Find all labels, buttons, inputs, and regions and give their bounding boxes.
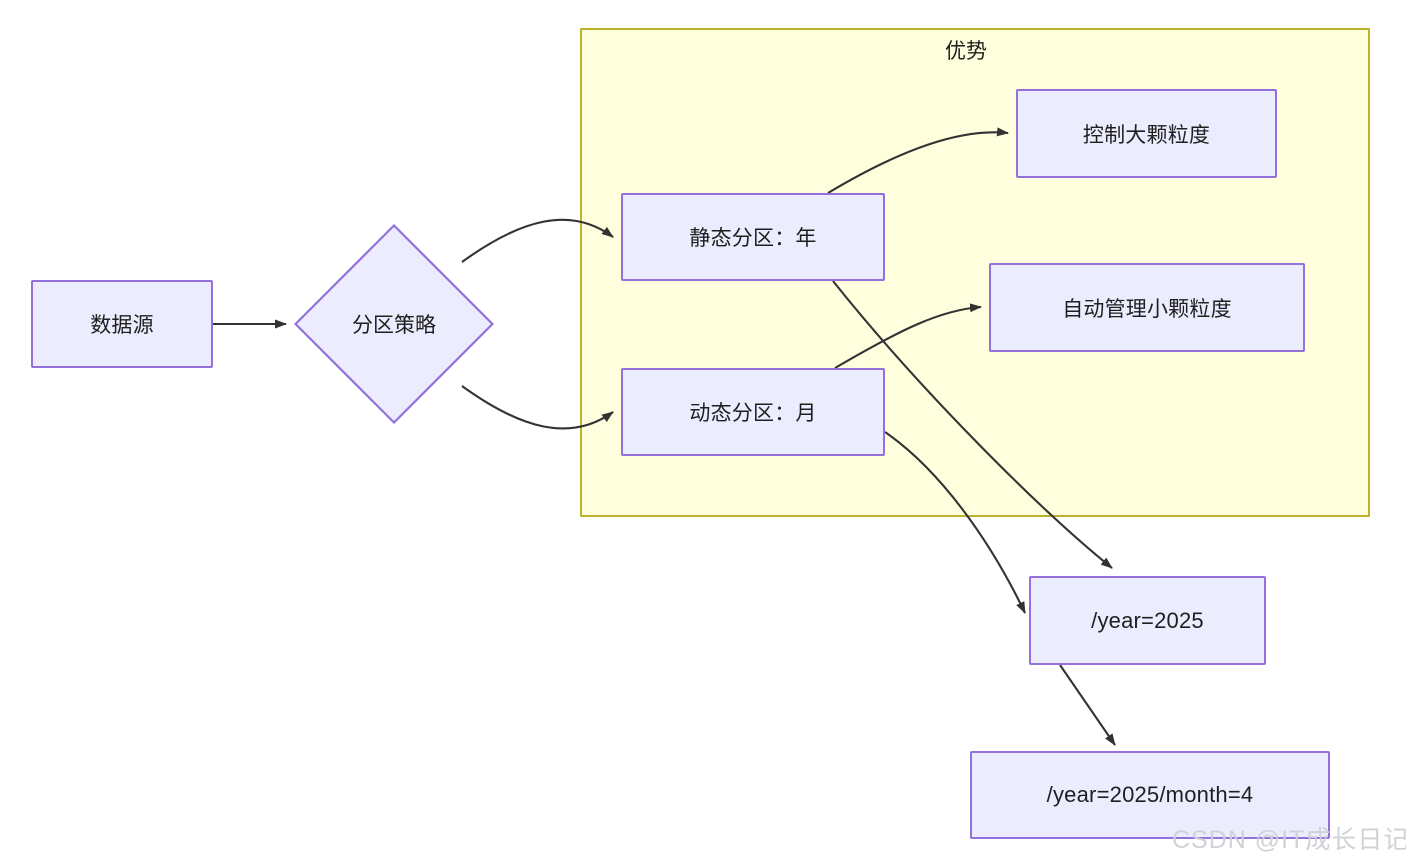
node-dynamic-partition[interactable]: 动态分区：月 — [621, 368, 885, 456]
node-coarse-granularity[interactable]: 控制大颗粒度 — [1016, 89, 1277, 178]
node-label-source: 数据源 — [90, 314, 154, 337]
node-label-path-year-month: /year=2025/month=4 — [1046, 782, 1254, 807]
node-label-dynamic-partition: 动态分区：月 — [689, 402, 817, 425]
node-label-fine-granularity: 自动管理小颗粒度 — [1062, 297, 1232, 321]
node-strategy[interactable]: 分区策略 — [294, 224, 494, 424]
node-label-strategy: 分区策略 — [352, 314, 436, 337]
node-source[interactable]: 数据源 — [31, 280, 213, 368]
subgraph-label: 优势 — [945, 40, 987, 63]
watermark: CSDN @IT成长日记 — [1172, 826, 1406, 854]
diamond-shape-icon — [294, 224, 494, 424]
node-label-static-partition: 静态分区：年 — [689, 227, 817, 250]
node-path-year-month[interactable]: /year=2025/month=4 — [970, 751, 1330, 839]
node-label-coarse-granularity: 控制大颗粒度 — [1082, 123, 1211, 147]
node-label-path-year: /year=2025 — [1091, 607, 1204, 633]
node-path-year[interactable]: /year=2025 — [1029, 576, 1266, 665]
node-fine-granularity[interactable]: 自动管理小颗粒度 — [989, 263, 1305, 352]
edge-path-year-to-path-year-month — [1059, 664, 1116, 746]
node-static-partition[interactable]: 静态分区：年 — [621, 193, 885, 281]
